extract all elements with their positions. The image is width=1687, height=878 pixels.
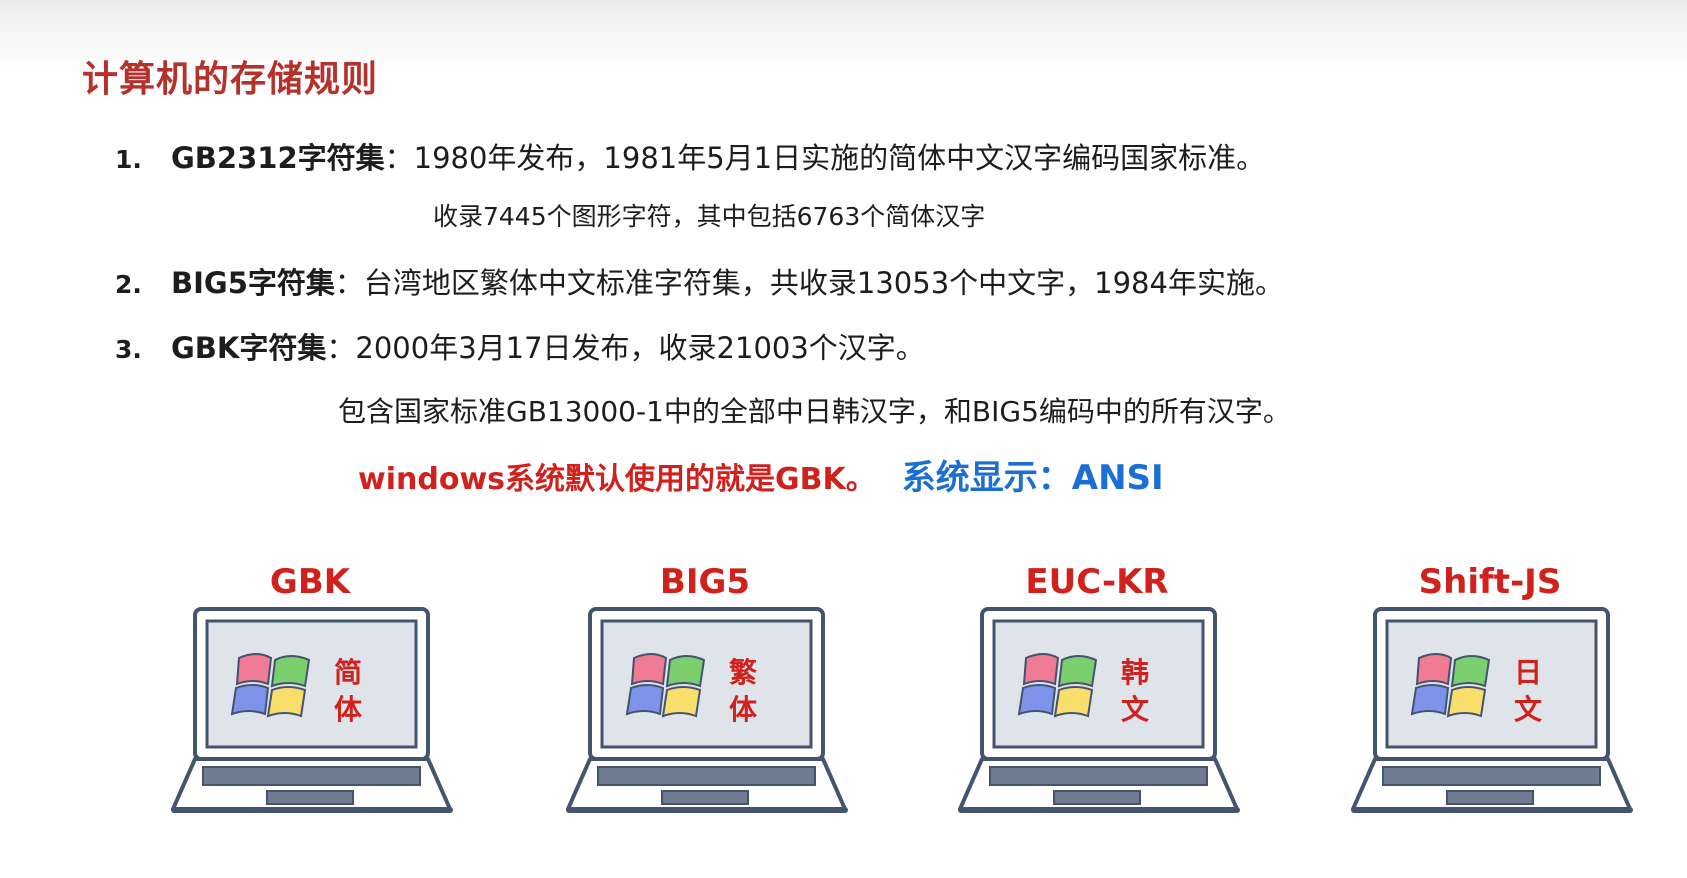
windows-logo-icon xyxy=(1017,653,1098,718)
item-name: GB2312字符集 xyxy=(171,141,385,175)
laptop-label: EUC-KR xyxy=(1025,562,1169,602)
item-name: GBK字符集 xyxy=(171,331,327,365)
ansi-note: 系统显示：ANSI xyxy=(901,458,1164,498)
windows-note: windows系统默认使用的就是GBK。系统显示：ANSI xyxy=(358,450,1164,499)
item-number: 3. xyxy=(115,335,142,364)
laptop-shift-js: Shift-JS 日 文 xyxy=(1345,562,1635,832)
screen-char-1: 韩 xyxy=(1121,656,1149,689)
page-title: 计算机的存储规则 xyxy=(82,59,379,100)
list-item-big5: 2. BIG5字符集：台湾地区繁体中文标准字符集，共收录13053个中文字，198… xyxy=(115,260,1284,302)
item-number: 1. xyxy=(115,145,142,174)
laptop-gbk: GBK 简 体 xyxy=(165,562,455,832)
screen-char-1: 日 xyxy=(1514,656,1542,689)
laptop-icon: 韩 文 xyxy=(958,607,1240,813)
list-item-gbk: 3. GBK字符集：2000年3月17日发布，收录21003个汉字。 xyxy=(115,325,925,367)
laptop-icon: 简 体 xyxy=(171,607,453,813)
gbk-note: 包含国家标准GB13000-1中的全部中日韩汉字，和BIG5编码中的所有汉字。 xyxy=(338,395,1291,428)
item-number: 2. xyxy=(115,270,142,299)
screen-char-1: 简 xyxy=(334,656,362,689)
screen-char-2: 体 xyxy=(334,693,363,726)
windows-default-note: windows系统默认使用的就是GBK。 xyxy=(358,462,876,497)
laptop-label: BIG5 xyxy=(659,562,751,602)
gb2312-note: 收录7445个图形字符，其中包括6763个简体汉字 xyxy=(433,202,986,231)
windows-logo-icon xyxy=(1410,653,1491,718)
list-item-gb2312: 1. GB2312字符集：1980年发布，1981年5月1日实施的简体中文汉字编码… xyxy=(115,135,1265,177)
laptop-big5: BIG5 繁 体 xyxy=(560,562,850,832)
screen-char-2: 文 xyxy=(1514,693,1542,726)
item-desc: ：1980年发布，1981年5月1日实施的简体中文汉字编码国家标准。 xyxy=(384,141,1266,175)
laptop-euc-kr: EUC-KR 韩 文 xyxy=(952,562,1242,832)
laptop-icon: 繁 体 xyxy=(566,607,848,813)
windows-logo-icon xyxy=(230,653,311,718)
laptop-label: GBK xyxy=(269,562,351,602)
screen-char-2: 体 xyxy=(729,693,758,726)
laptop-label: Shift-JS xyxy=(1418,562,1562,602)
item-desc: ：2000年3月17日发布，收录21003个汉字。 xyxy=(326,331,925,365)
screen-char-1: 繁 xyxy=(729,656,758,689)
screen-char-2: 文 xyxy=(1121,693,1149,726)
laptop-icon: 日 文 xyxy=(1351,607,1633,813)
windows-logo-icon xyxy=(625,653,706,718)
item-desc: ：台湾地区繁体中文标准字符集，共收录13053个中文字，1984年实施。 xyxy=(334,266,1284,300)
item-name: BIG5字符集 xyxy=(171,266,335,300)
